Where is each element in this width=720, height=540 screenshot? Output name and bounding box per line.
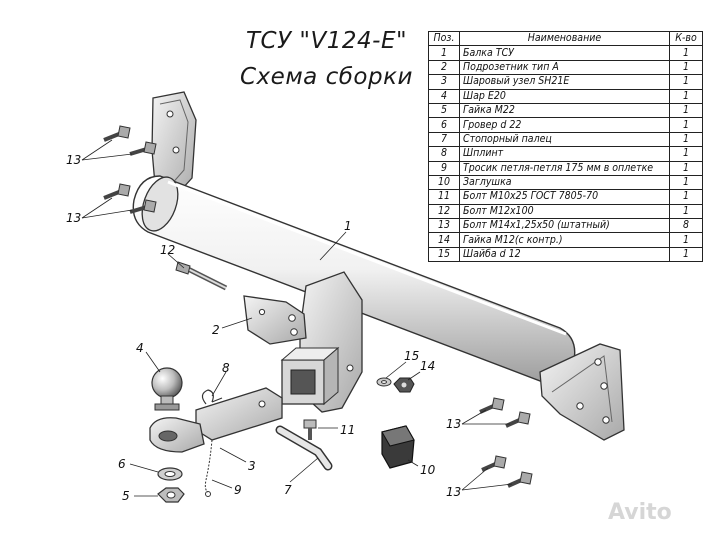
bolt-m14-group-left-lower (103, 183, 157, 214)
cell-qty: 1 (669, 232, 703, 248)
main-beam (132, 175, 576, 385)
right-bracket (539, 343, 625, 441)
socket-bracket (243, 295, 307, 345)
cell-qty: 1 (669, 246, 703, 263)
bolt-m10x25 (303, 419, 317, 440)
cell-qty: 1 (669, 102, 703, 119)
callout-13: 13 (446, 485, 461, 499)
lock-washer (157, 467, 183, 481)
diagram-title: ТСУ "V124-E" (246, 28, 408, 54)
callout-10: 10 (420, 463, 436, 477)
washer-d12 (376, 377, 392, 387)
left-bracket (151, 91, 197, 201)
cell-name: Подрозетник тип А (459, 59, 670, 76)
nut-m22 (157, 487, 185, 503)
nut-m12 (393, 377, 415, 393)
ball-mount (149, 387, 283, 453)
cell-name: Тросик петля-петля 175 мм в оплетке (459, 160, 670, 176)
bolt-m14-group-right-upper (479, 397, 531, 428)
callout-3: 3 (248, 459, 256, 473)
bolt-m14-group-right-lower (481, 455, 533, 488)
callout-12: 12 (160, 243, 175, 257)
cell-name: Гровер d 22 (459, 117, 670, 133)
split-pin-and-cable (201, 389, 223, 497)
callout-2: 2 (212, 323, 220, 337)
leader-lines (81, 139, 513, 497)
callout-14: 14 (420, 359, 435, 373)
callout-5: 5 (122, 489, 130, 503)
lock-pin (275, 425, 333, 471)
cell-pos: 11 (428, 189, 460, 205)
tow-ball (151, 367, 183, 411)
callout-7: 7 (284, 483, 292, 497)
callout-8: 8 (222, 361, 230, 375)
receiver-housing (280, 271, 363, 413)
watermark: Avito (608, 500, 672, 525)
header-pos: Поз. (428, 30, 460, 47)
callout-1: 1 (344, 219, 352, 233)
bolt-m14-group-left-upper (103, 125, 157, 156)
table-header-row: Поз. Наименование К-во (428, 30, 703, 47)
diagram-subtitle: Схема сборки (240, 64, 413, 90)
bolt-m12x100 (175, 261, 228, 291)
callout-11: 11 (340, 423, 355, 437)
callout-13: 13 (66, 153, 81, 167)
callout-13: 13 (446, 417, 461, 431)
callout-9: 9 (234, 483, 242, 497)
callout-13: 13 (66, 211, 81, 225)
plug-cap (381, 425, 415, 469)
callout-15: 15 (404, 349, 419, 363)
callouts: 13 13 13 13 1 2 12 4 8 3 9 7 11 10 15 14… (66, 153, 461, 503)
callout-6: 6 (118, 457, 126, 471)
callout-4: 4 (136, 341, 144, 355)
cell-name: Гайка М22 (459, 102, 670, 119)
